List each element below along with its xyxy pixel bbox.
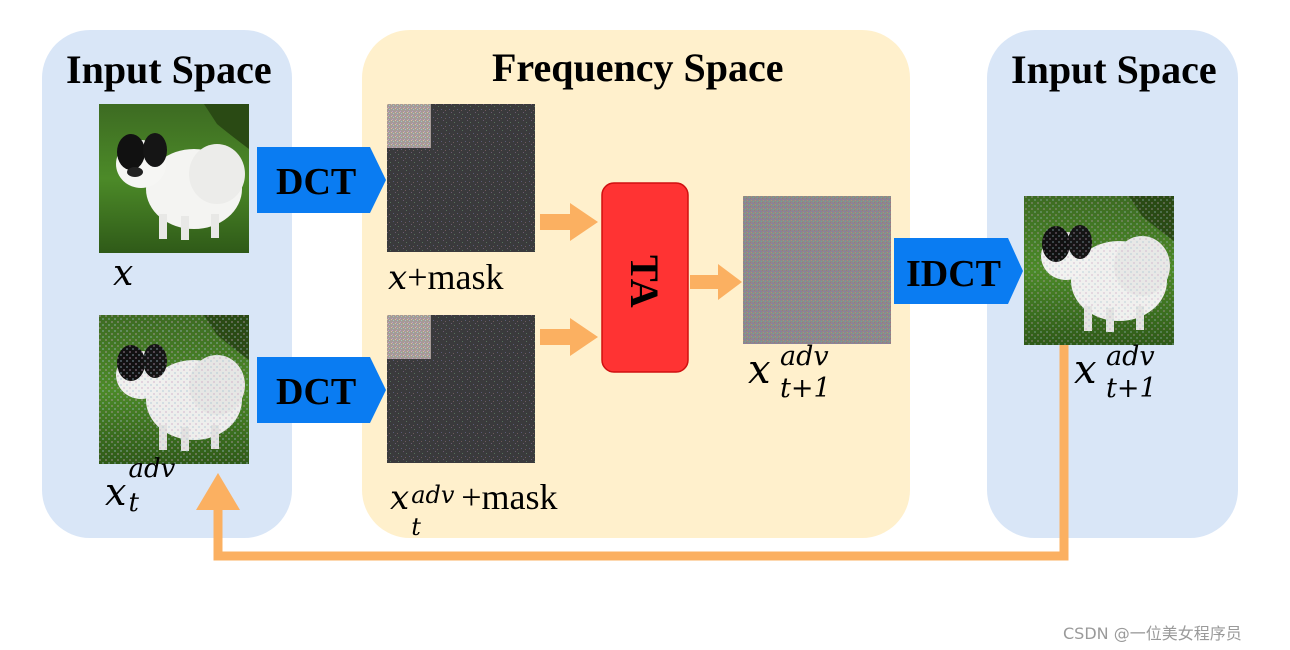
label-x-mask: x+mask [388, 256, 503, 298]
flow-arrow-top-to-ta [540, 203, 598, 241]
dct-top-label: DCT [276, 160, 356, 204]
watermark-text: CSDN @一位美女程序员 [1063, 620, 1242, 644]
dct-bottom-label: DCT [276, 370, 356, 414]
feedback-loop-arrowhead [196, 473, 240, 510]
label-x: x [113, 253, 133, 294]
flow-arrow-bottom-to-ta [540, 318, 598, 356]
ta-label: TA [621, 255, 668, 308]
idct-label: IDCT [906, 252, 1001, 296]
flow-arrow-ta-to-output [690, 264, 742, 300]
